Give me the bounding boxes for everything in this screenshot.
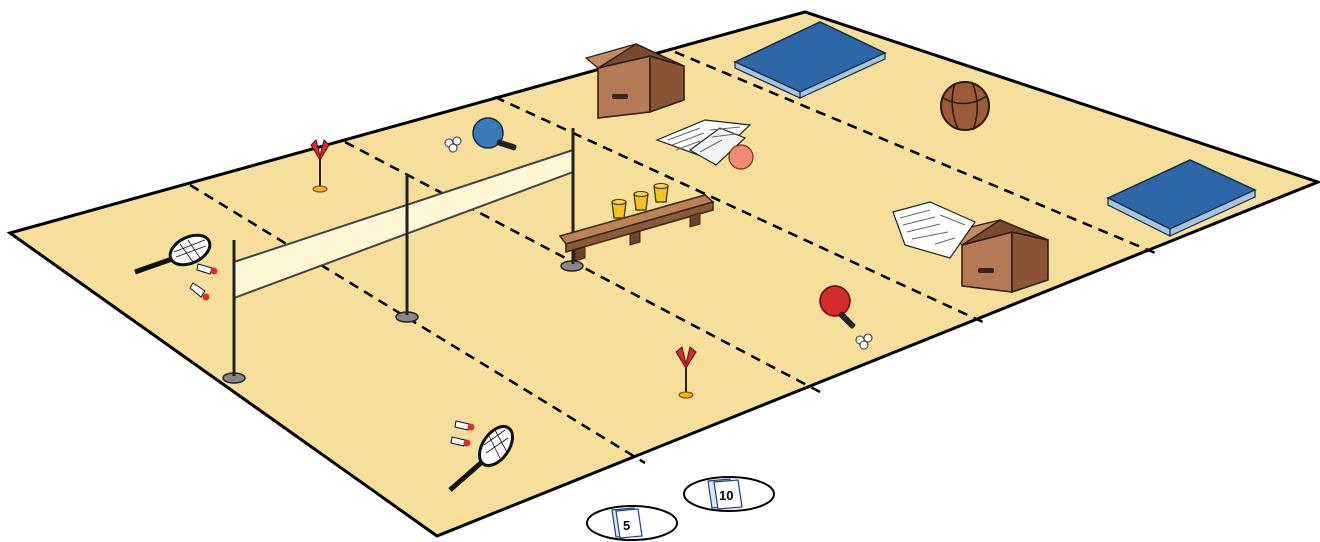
- basketball-icon: [941, 82, 989, 130]
- task-card-icon: 5: [587, 506, 677, 540]
- ball-icon: [729, 145, 753, 169]
- cup-icon: [654, 184, 668, 203]
- cup-icon: [634, 192, 648, 211]
- task-card-icon: 10: [684, 477, 774, 511]
- card-number-10: 10: [719, 488, 733, 503]
- cup-icon: [612, 200, 626, 219]
- card-number-5: 5: [623, 518, 630, 533]
